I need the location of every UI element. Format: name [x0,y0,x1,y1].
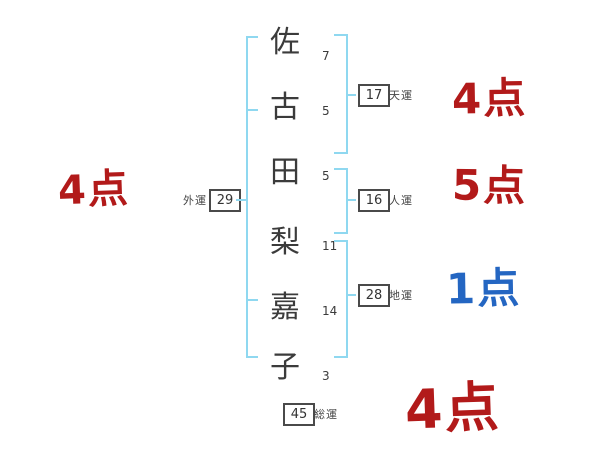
stroke-count-6: 3 [322,369,330,383]
stroke-count-5: 14 [322,304,338,318]
earth-fortune-label: 地運 [389,289,413,302]
bracket-person-tick-bottom [334,232,346,234]
score-outer: 4点 [57,165,131,215]
bracket-heaven-tick-bottom [334,152,346,154]
score-earth: 1点 [445,263,522,314]
bracket-person-vline [346,168,348,234]
bracket-earth-tick-box [346,294,356,296]
bracket-earth-vline [346,240,348,358]
outer-fortune-label: 外運 [183,194,207,207]
stroke-count-1: 7 [322,49,330,63]
earth-fortune-value-box: 28 [358,284,390,307]
name-character-2: 古 [270,90,300,125]
bracket-outer-tick-top [246,36,258,38]
bracket-outer-tick-3 [246,299,258,301]
person-fortune-label: 人運 [389,194,413,207]
bracket-heaven-tick-box [346,94,356,96]
total-fortune-value-box: 45 [283,403,315,426]
stroke-count-4: 11 [322,239,338,253]
name-character-5: 嘉 [270,290,300,325]
name-character-6: 子 [270,350,300,385]
stroke-count-3: 5 [322,169,330,183]
score-person: 5点 [451,160,528,211]
bracket-person-tick-box [346,199,356,201]
bracket-earth-tick-bottom [334,356,346,358]
bracket-person-tick-top [334,168,346,170]
bracket-outer-vline [246,36,248,358]
bracket-outer-tick-bottom [246,356,258,358]
stroke-count-2: 5 [322,104,330,118]
heaven-fortune-label: 天運 [389,89,413,102]
score-total: 4点 [403,375,502,442]
person-fortune-value-box: 16 [358,189,390,212]
name-character-1: 佐 [270,25,300,60]
name-character-3: 田 [270,155,300,190]
bracket-earth-tick-top [334,240,346,242]
name-character-4: 梨 [270,225,300,260]
total-fortune-label: 総運 [314,408,338,421]
bracket-heaven-tick-top [334,34,346,36]
heaven-fortune-value-box: 17 [358,84,390,107]
bracket-outer-tick-box [236,199,246,201]
bracket-outer-tick-2 [246,109,258,111]
score-heaven: 4点 [451,73,528,124]
